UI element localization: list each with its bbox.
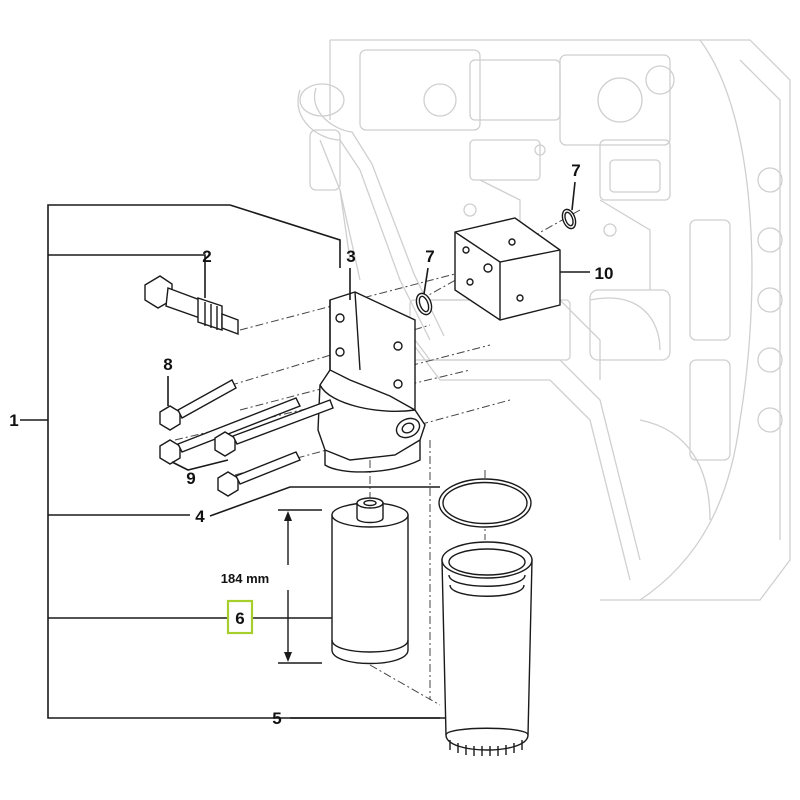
callout-6-highlight (226, 599, 254, 635)
dimension-label: 184 mm (221, 571, 269, 586)
callout-10: 10 (595, 264, 614, 283)
o-ring-upper (561, 208, 577, 230)
bolt-9c (217, 451, 301, 497)
bolt-9b (214, 399, 334, 457)
callout-7-upper: 7 (571, 161, 580, 180)
callout-2: 2 (202, 247, 211, 266)
callout-8: 8 (163, 355, 172, 374)
leader-lines (20, 181, 590, 719)
filter-bowl (441, 541, 533, 756)
callout-labels: 1 2 3 4 5 6 7 7 8 9 10 (9, 161, 613, 728)
callout-6: 6 (235, 609, 244, 628)
callout-7-lower: 7 (425, 247, 434, 266)
bolt-8 (159, 379, 237, 431)
filter-o-ring (438, 478, 532, 528)
callout-1: 1 (9, 411, 18, 430)
kit-bracket (47, 204, 440, 719)
length-dimension: 184 mm (221, 509, 322, 664)
o-ring-lower (415, 292, 433, 316)
filter-head (317, 291, 426, 473)
pressure-switch (144, 275, 239, 336)
callout-4: 4 (195, 507, 205, 526)
engine-background (297, 39, 791, 601)
callout-5: 5 (272, 709, 281, 728)
bolt-9a (159, 397, 301, 465)
mounting-block (454, 217, 561, 321)
callout-9: 9 (186, 469, 195, 488)
filter-element (331, 497, 409, 665)
callout-3: 3 (346, 247, 355, 266)
